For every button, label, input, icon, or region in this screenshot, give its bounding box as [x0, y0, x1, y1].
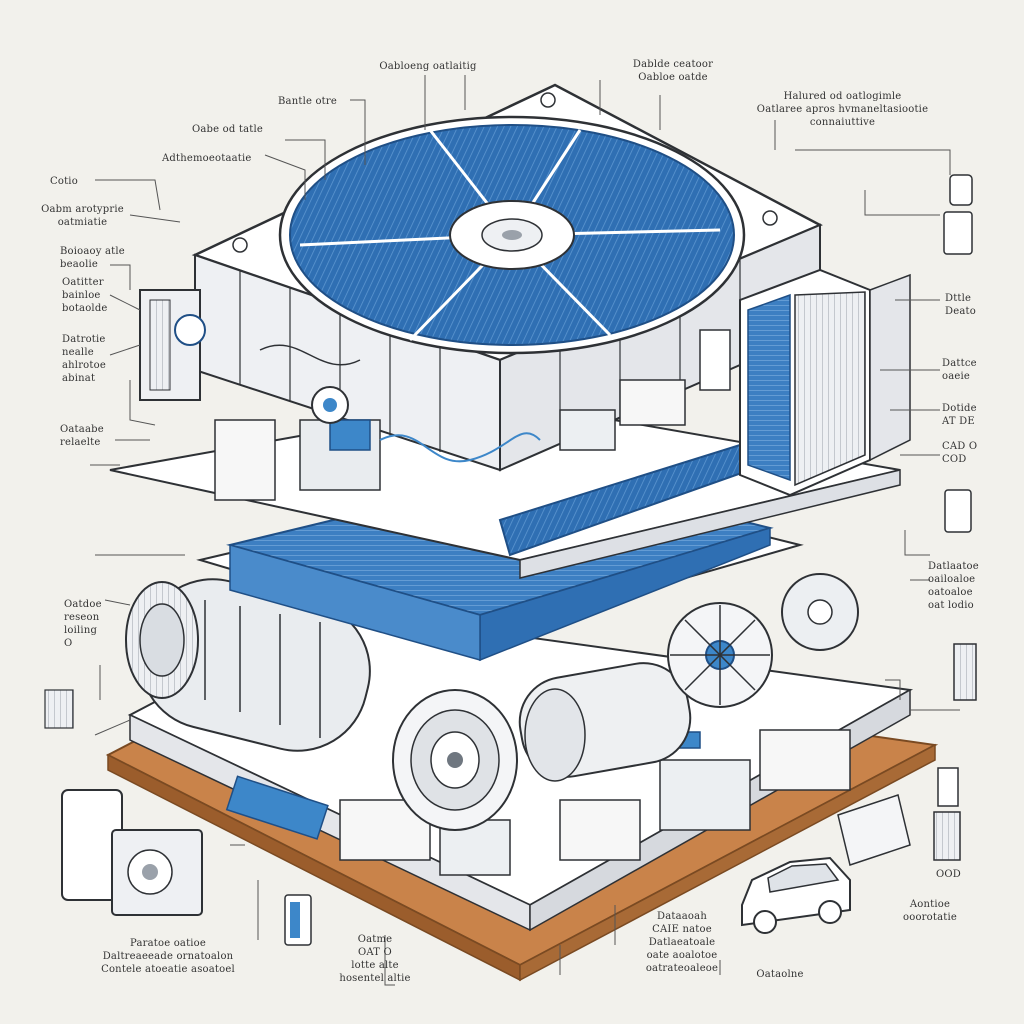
- label-left-10: Oatdoe reseon loiling O: [64, 599, 102, 649]
- label-left-4: Cotio: [50, 176, 78, 187]
- label-left-6: Boioaoy atle beaolie: [60, 246, 125, 270]
- label-right-1: Dttle Deato: [945, 293, 976, 317]
- label-top-right-a: Dablde ceatoor Oabloe oatde: [632, 59, 714, 83]
- label-left-5: Oabm arotyprie oatmiatie: [41, 204, 124, 228]
- label-left-7: Oatitter bainloe botaolde: [62, 277, 108, 314]
- label-left-8: Datrotie nealle ahlrotoe abinat: [62, 334, 106, 384]
- label-right-3: Dotide AT DE: [942, 403, 977, 427]
- leader-lines: [90, 75, 960, 986]
- label-left-3: Adthemoeotaatie: [162, 153, 252, 164]
- label-bottom-right-a: Oataolne: [756, 969, 804, 980]
- label-left-1: Bantle otre: [278, 96, 338, 107]
- label-right-2: Dattce oaeie: [942, 358, 977, 382]
- label-right-5: Datlaatoe oailoaloe oatoaloe oat lodio: [928, 561, 979, 611]
- label-right-bottom-small: OOD: [936, 869, 962, 880]
- label-left-9: Oataabe relaelte: [60, 424, 104, 448]
- label-top-right-b: Halured od oatlogimle Oatlaree apros hvm…: [756, 91, 929, 128]
- motor-assembly: [125, 573, 859, 831]
- label-top-center: Oabloeng oatlaitig: [379, 61, 477, 72]
- upper-housing: [191, 83, 823, 472]
- loose-parts: [44, 174, 977, 946]
- label-right-4: CAD O COD: [942, 441, 978, 465]
- label-bottom-right-b: Aontioe ooorotatie: [903, 899, 957, 923]
- label-bottom-center: Oatme OAT O lotte alte hosentel altie: [339, 934, 411, 984]
- right-components: [559, 268, 911, 497]
- label-left-2: Oabe od tatle: [192, 124, 263, 135]
- label-bottom-left: Paratoe oatioe Daltreaeeade ornatoalon C…: [101, 938, 235, 975]
- label-bottom-center-right: Dataaoah CAIE natoe Datlaeatoale oate ao…: [645, 911, 719, 974]
- car-icon: [741, 856, 851, 934]
